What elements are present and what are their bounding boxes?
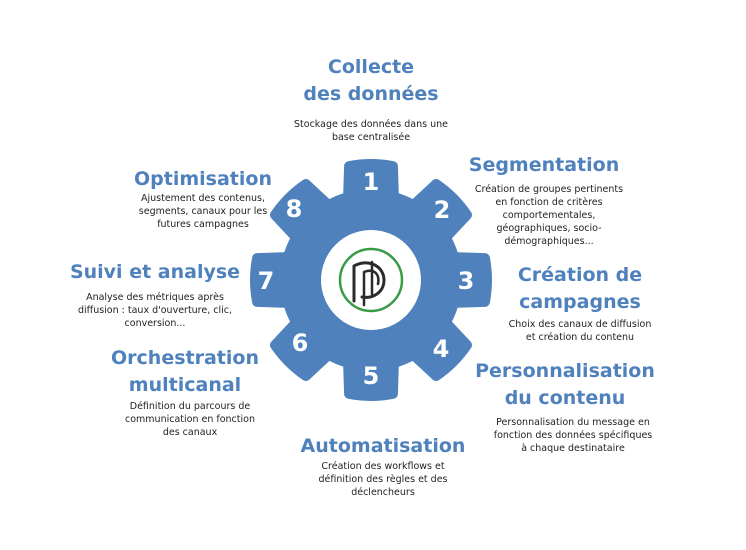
step-6-number: 6 bbox=[291, 329, 309, 357]
step-6-title: Orchestration multicanal bbox=[111, 347, 259, 396]
step-1-number: 1 bbox=[362, 168, 380, 196]
step-5-desc: Création des workflows et définition des… bbox=[318, 461, 448, 498]
step-1-desc: Stockage des données dans une base centr… bbox=[294, 119, 448, 143]
step-5-title: Automatisation bbox=[300, 435, 466, 457]
step-2-desc: Création de groupes pertinents en foncti… bbox=[474, 184, 624, 247]
step-2-number: 2 bbox=[433, 196, 451, 224]
logo-icon bbox=[338, 247, 404, 313]
step-3-number: 3 bbox=[457, 267, 475, 295]
step-7-desc: Analyse des métriques après diffusion : … bbox=[77, 292, 233, 329]
step-8-title: Optimisation bbox=[134, 168, 272, 190]
step-4-title: Personnalisation du contenu bbox=[475, 360, 655, 409]
step-7-number: 7 bbox=[257, 267, 275, 295]
step-5-number: 5 bbox=[362, 362, 380, 390]
step-6-desc: Définition du parcours de communication … bbox=[125, 401, 255, 438]
step-2-title: Segmentation bbox=[468, 154, 620, 176]
step-1-title: Collecte des données bbox=[303, 56, 439, 105]
step-7-title: Suivi et analyse bbox=[69, 261, 241, 283]
step-8-desc: Ajustement des contenus, segments, canau… bbox=[138, 193, 268, 230]
step-3-title: Création de campagnes bbox=[517, 264, 643, 313]
step-8-number: 8 bbox=[285, 195, 303, 223]
step-3-desc: Choix des canaux de diffusion et créatio… bbox=[508, 319, 652, 343]
step-4-number: 4 bbox=[432, 335, 450, 363]
step-4-desc: Personnalisation du message en fonction … bbox=[493, 417, 653, 454]
